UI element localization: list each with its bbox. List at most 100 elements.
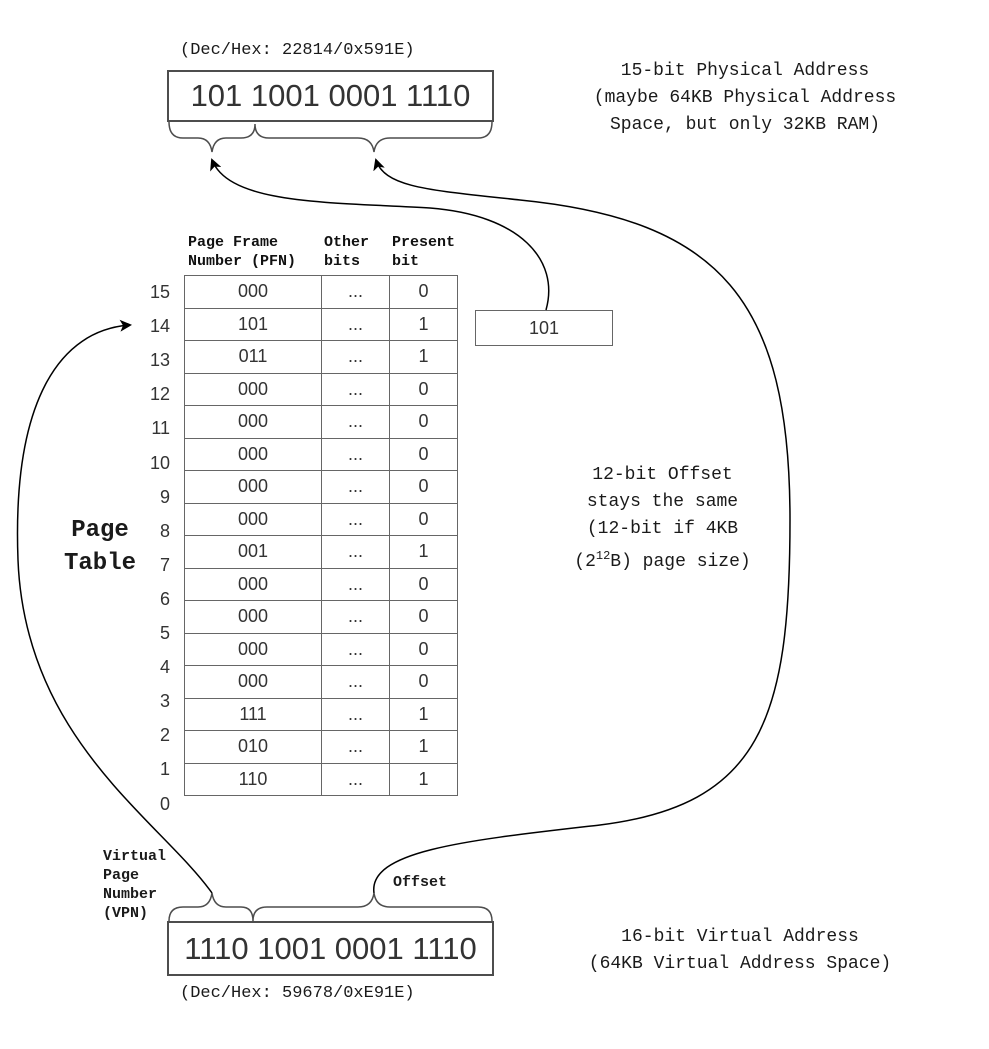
row-index: 4 [159,657,170,678]
virtual-dechex: (Dec/Hex: 59678/0xE91E) [180,984,415,1003]
vpn-label: Virtual Page Number (VPN) [103,847,166,923]
cell-present: 0 [389,275,458,309]
offset-note-line: 12-bit Offset [592,465,733,485]
row-index: 10 [149,452,170,473]
table-row: 000...0 [184,372,458,406]
header-present-bit: Present bit [392,233,455,271]
virtual-desc-line: 16-bit Virtual Address [621,927,859,947]
physical-desc-line: (maybe 64KB Physical Address [593,88,897,108]
vpn-label-line: (VPN) [103,905,149,922]
offset-note-base: (2 [574,552,596,572]
physical-brace [168,121,493,153]
table-row: 101...1 [184,307,458,341]
table-row: 000...0 [184,275,458,309]
cell-present: 0 [389,665,458,699]
row-index: 9 [159,486,170,507]
vpn-label-line: Number [103,886,158,903]
header-other-line: Other [324,234,370,251]
row-index: 6 [159,588,170,609]
cell-pfn: 000 [184,502,322,536]
cell-pfn: 000 [184,567,322,601]
cell-present: 0 [389,600,458,634]
cell-pfn: 000 [184,470,322,504]
vpn-label-line: Page [103,867,140,884]
physical-desc-line: Space, but only 32KB RAM) [609,115,881,135]
header-other-line: bits [324,253,361,270]
row-index: 11 [151,418,170,439]
physical-address-bits: 101 1001 0001 1110 [190,78,471,113]
cell-pfn: 111 [184,697,322,731]
offset-note-line: (212B) page size) [540,543,785,576]
virtual-description: 16-bit Virtual Address (64KB Virtual Add… [550,924,930,978]
cell-present: 0 [389,567,458,601]
cell-pfn: 000 [184,665,322,699]
cell-other: ... [321,340,390,374]
offset-note-line: stays the same [586,492,739,512]
pfn-output-value: 101 [528,317,560,338]
offset-label: Offset [393,874,448,891]
cell-present: 1 [389,535,458,569]
cell-present: 1 [389,697,458,731]
table-row: 000...0 [184,437,458,471]
physical-desc-line: 15-bit Physical Address [620,61,870,81]
vpn-label-line: Virtual [103,848,167,865]
pfn-to-physical-arrow [210,158,550,311]
offset-note: 12-bit Offset stays the same (12-bit if … [540,462,785,576]
cell-pfn: 101 [184,307,322,341]
page-table-title: Page Table [55,514,145,580]
header-pfn-line: Number (PFN) [188,253,297,270]
cell-other: ... [321,762,390,796]
table-row: 010...1 [184,730,458,764]
cell-present: 1 [389,762,458,796]
page-table-title-line: Table [63,550,136,577]
cell-pfn: 000 [184,275,322,309]
virtual-desc-line: (64KB Virtual Address Space) [588,954,892,974]
cell-other: ... [321,437,390,471]
row-index: 7 [159,554,170,575]
pfn-output-box: 101 [475,310,613,346]
virtual-brace [168,892,493,922]
table-row: 001...1 [184,535,458,569]
virtual-address-bits: 1110 1001 0001 1110 [184,930,477,966]
cell-pfn: 000 [184,632,322,666]
header-present-line: bit [392,253,420,270]
header-pfn-line: Page Frame [188,234,279,251]
cell-other: ... [321,372,390,406]
cell-other: ... [321,567,390,601]
row-index: 1 [159,759,170,780]
physical-address-box: 101 1001 0001 1110 [167,70,494,122]
table-row: 000...0 [184,632,458,666]
virtual-address-box: 1110 1001 0001 1110 [167,921,494,976]
row-index: 13 [149,350,170,371]
cell-pfn: 000 [184,372,322,406]
vpn-to-table-arrow [16,319,213,894]
cell-present: 0 [389,405,458,439]
cell-present: 0 [389,632,458,666]
page-table-title-line: Page [71,517,129,544]
cell-present: 1 [389,307,458,341]
table-row: 110...1 [184,762,458,796]
row-index: 5 [159,623,170,643]
row-index: 0 [159,793,170,814]
table-row: 000...0 [184,502,458,536]
offset-note-rest: B) page size) [610,552,751,572]
cell-pfn: 000 [184,405,322,439]
cell-pfn: 000 [184,437,322,471]
cell-pfn: 010 [184,730,322,764]
header-pfn: Page Frame Number (PFN) [188,233,296,271]
offset-note-exponent: 12 [595,549,611,563]
physical-dechex: (Dec/Hex: 22814/0x591E) [180,41,415,60]
cell-other: ... [321,600,390,634]
offset-arrow [373,158,791,894]
row-index: 3 [159,691,170,712]
cell-other: ... [321,632,390,666]
physical-description: 15-bit Physical Address (maybe 64KB Phys… [555,58,935,139]
cell-pfn: 110 [184,762,322,796]
row-index: 2 [159,725,170,746]
table-row: 000...0 [184,405,458,439]
header-other-bits: Other bits [324,233,369,271]
table-row: 000...0 [184,470,458,504]
row-index: 12 [149,384,170,405]
